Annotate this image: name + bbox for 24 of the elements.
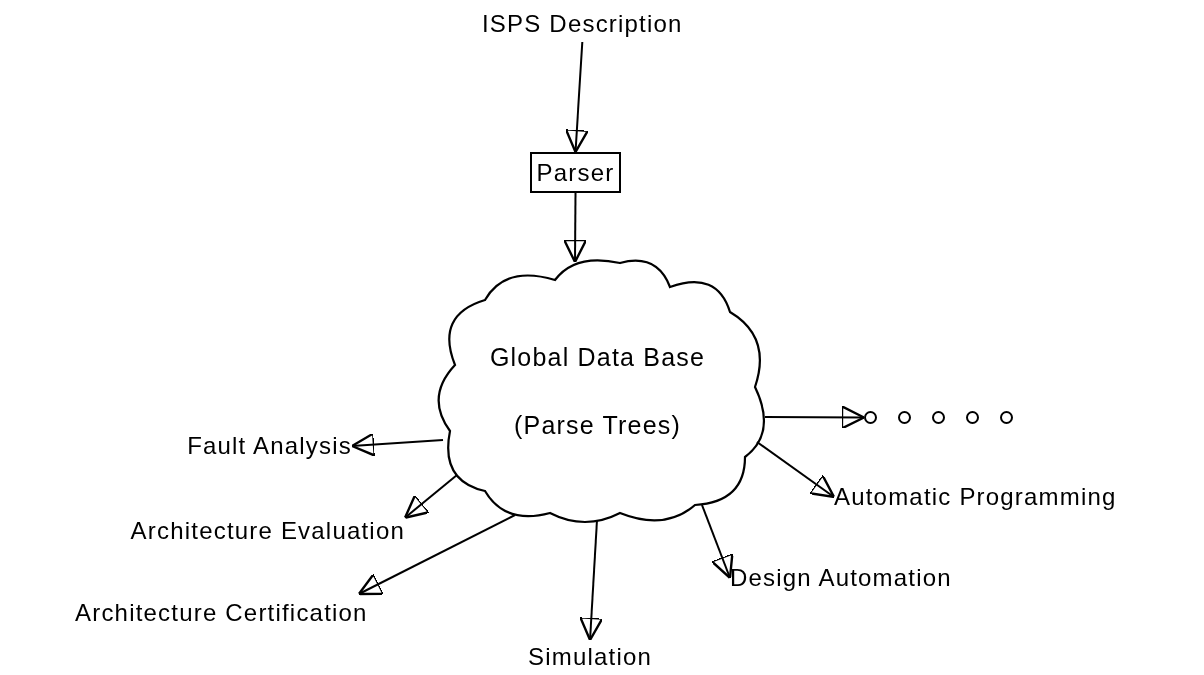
output-label: Automatic Programming — [834, 478, 1117, 516]
continuation-dot — [1000, 411, 1013, 424]
arrow — [562, 192, 588, 264]
arrow — [764, 405, 866, 430]
arrow — [579, 519, 604, 642]
arrow — [564, 41, 590, 154]
output-label: Fault Analysis — [187, 428, 352, 464]
arrow — [350, 432, 444, 457]
cloud-text: (Parse Trees) — [513, 411, 682, 440]
continuation-dot — [966, 411, 979, 424]
output-label: Design Automation — [730, 560, 952, 596]
output-label: Architecture Certification — [75, 594, 368, 632]
continuation-dot — [898, 411, 911, 424]
cloud-text: Global Data Base — [488, 343, 707, 372]
output-label: ISPS Description — [482, 6, 683, 42]
arrow — [756, 441, 836, 499]
output-label: Simulation — [528, 640, 653, 674]
process-box: Parser — [530, 152, 621, 193]
continuation-dot — [864, 411, 877, 424]
arrow — [701, 504, 734, 580]
continuation-dot — [932, 411, 945, 424]
arrow — [357, 514, 516, 596]
arrow — [403, 474, 458, 519]
output-label: Architecture Evaluation — [130, 512, 405, 550]
